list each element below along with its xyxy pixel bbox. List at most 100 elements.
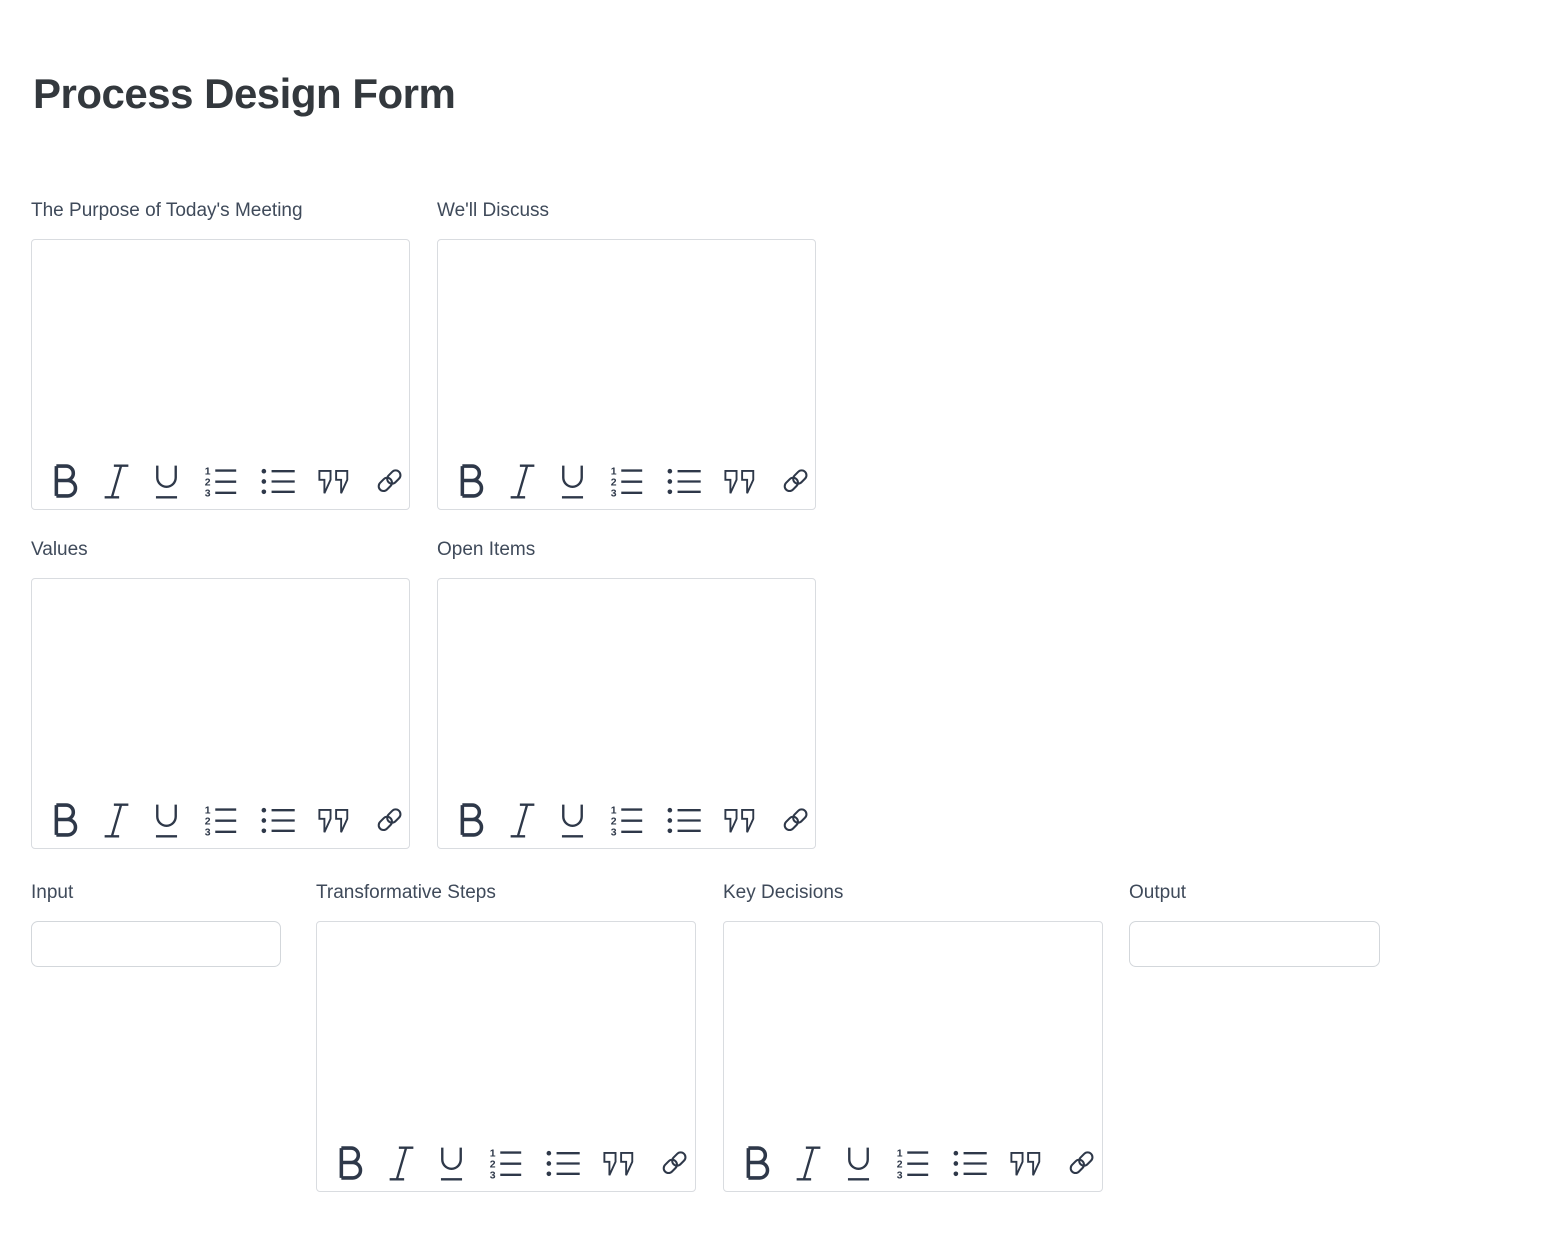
link-icon [783,808,808,832]
italic-button[interactable] [102,802,131,839]
ordered-list-button[interactable]: 1 2 3 [608,464,645,498]
ordered-list-icon: 1 2 3 [897,1148,929,1180]
bold-button[interactable] [740,1144,773,1182]
values-label: Values [31,539,88,560]
link-button[interactable] [1066,1148,1100,1178]
bold-icon [54,803,78,837]
bold-button[interactable] [333,1144,366,1182]
link-button[interactable] [780,805,814,835]
underline-button[interactable] [558,463,587,500]
svg-text:1: 1 [205,805,211,816]
svg-text:2: 2 [490,1160,496,1171]
underline-icon [561,465,584,499]
underline-icon [155,465,178,499]
italic-icon [510,802,535,838]
ordered-list-icon: 1 2 3 [611,466,643,498]
italic-icon [104,802,129,838]
italic-button[interactable] [508,463,537,500]
bullet-list-button[interactable] [952,1148,988,1179]
purpose-richtext-editor[interactable]: 1 2 3 [31,239,410,510]
underline-button[interactable] [558,802,587,839]
bullet-list-icon [667,468,701,494]
transformative-steps-richtext-editor[interactable]: 1 2 3 [316,921,696,1192]
link-button[interactable] [374,466,408,496]
bullet-list-icon [953,1150,987,1176]
underline-icon [847,1147,870,1181]
open-items-richtext-editor[interactable]: 1 2 3 [437,578,816,849]
underline-button[interactable] [844,1145,873,1182]
ordered-list-button[interactable]: 1 2 3 [487,1146,524,1180]
bullet-list-button[interactable] [260,805,296,836]
bold-button[interactable] [48,462,81,500]
underline-button[interactable] [152,802,181,839]
link-icon [377,808,402,832]
italic-button[interactable] [508,802,537,839]
italic-button[interactable] [102,463,131,500]
svg-text:1: 1 [611,466,617,477]
link-button[interactable] [659,1148,693,1178]
link-button[interactable] [374,805,408,835]
quote-button[interactable] [317,806,353,835]
quote-button[interactable] [723,806,759,835]
discuss-richtext-editor[interactable]: 1 2 3 [437,239,816,510]
ordered-list-icon: 1 2 3 [490,1148,522,1180]
quote-icon [724,808,755,833]
quote-button[interactable] [602,1149,638,1178]
italic-icon [796,1145,821,1181]
ordered-list-icon: 1 2 3 [205,805,237,837]
purpose-label: The Purpose of Today's Meeting [31,200,303,221]
bold-icon [339,1146,363,1180]
underline-icon [561,804,584,838]
key-decisions-richtext-editor[interactable]: 1 2 3 [723,921,1103,1192]
bullet-list-button[interactable] [666,805,702,836]
svg-text:1: 1 [611,805,617,816]
ordered-list-button[interactable]: 1 2 3 [202,803,239,837]
italic-button[interactable] [794,1145,823,1182]
svg-text:3: 3 [490,1171,496,1180]
quote-button[interactable] [1009,1149,1045,1178]
output-label: Output [1129,882,1187,903]
bullet-list-button[interactable] [666,466,702,497]
output-text-field[interactable] [1129,921,1380,967]
svg-text:3: 3 [205,489,211,498]
discuss-label: We'll Discuss [437,200,550,221]
ordered-list-button[interactable]: 1 2 3 [202,464,239,498]
values-richtext-editor[interactable]: 1 2 3 [31,578,410,849]
quote-button[interactable] [317,467,353,496]
svg-text:1: 1 [897,1148,903,1159]
bullet-list-icon [546,1150,580,1176]
ordered-list-button[interactable]: 1 2 3 [608,803,645,837]
bold-button[interactable] [48,801,81,839]
richtext-toolbar: 1 2 3 [454,462,808,500]
link-icon [662,1151,687,1175]
svg-text:1: 1 [490,1148,496,1159]
input-text-field[interactable] [31,921,281,967]
underline-button[interactable] [152,463,181,500]
italic-icon [104,463,129,499]
bold-button[interactable] [454,801,487,839]
svg-text:3: 3 [897,1171,903,1180]
ordered-list-icon: 1 2 3 [205,466,237,498]
field-input: Input [31,880,281,967]
bold-icon [54,464,78,498]
field-discuss: We'll Discuss 1 2 3 [437,198,816,510]
svg-text:3: 3 [611,489,617,498]
bold-button[interactable] [454,462,487,500]
field-purpose: The Purpose of Today's Meeting 1 2 3 [31,198,410,510]
italic-icon [389,1145,414,1181]
quote-icon [318,469,349,494]
bold-icon [746,1146,770,1180]
bullet-list-icon [261,807,295,833]
link-icon [1069,1151,1094,1175]
bullet-list-button[interactable] [260,466,296,497]
ordered-list-button[interactable]: 1 2 3 [894,1146,931,1180]
underline-button[interactable] [437,1145,466,1182]
quote-button[interactable] [723,467,759,496]
italic-button[interactable] [387,1145,416,1182]
bullet-list-button[interactable] [545,1148,581,1179]
ordered-list-icon: 1 2 3 [611,805,643,837]
link-button[interactable] [780,466,814,496]
quote-icon [1010,1151,1041,1176]
svg-text:2: 2 [205,478,211,489]
